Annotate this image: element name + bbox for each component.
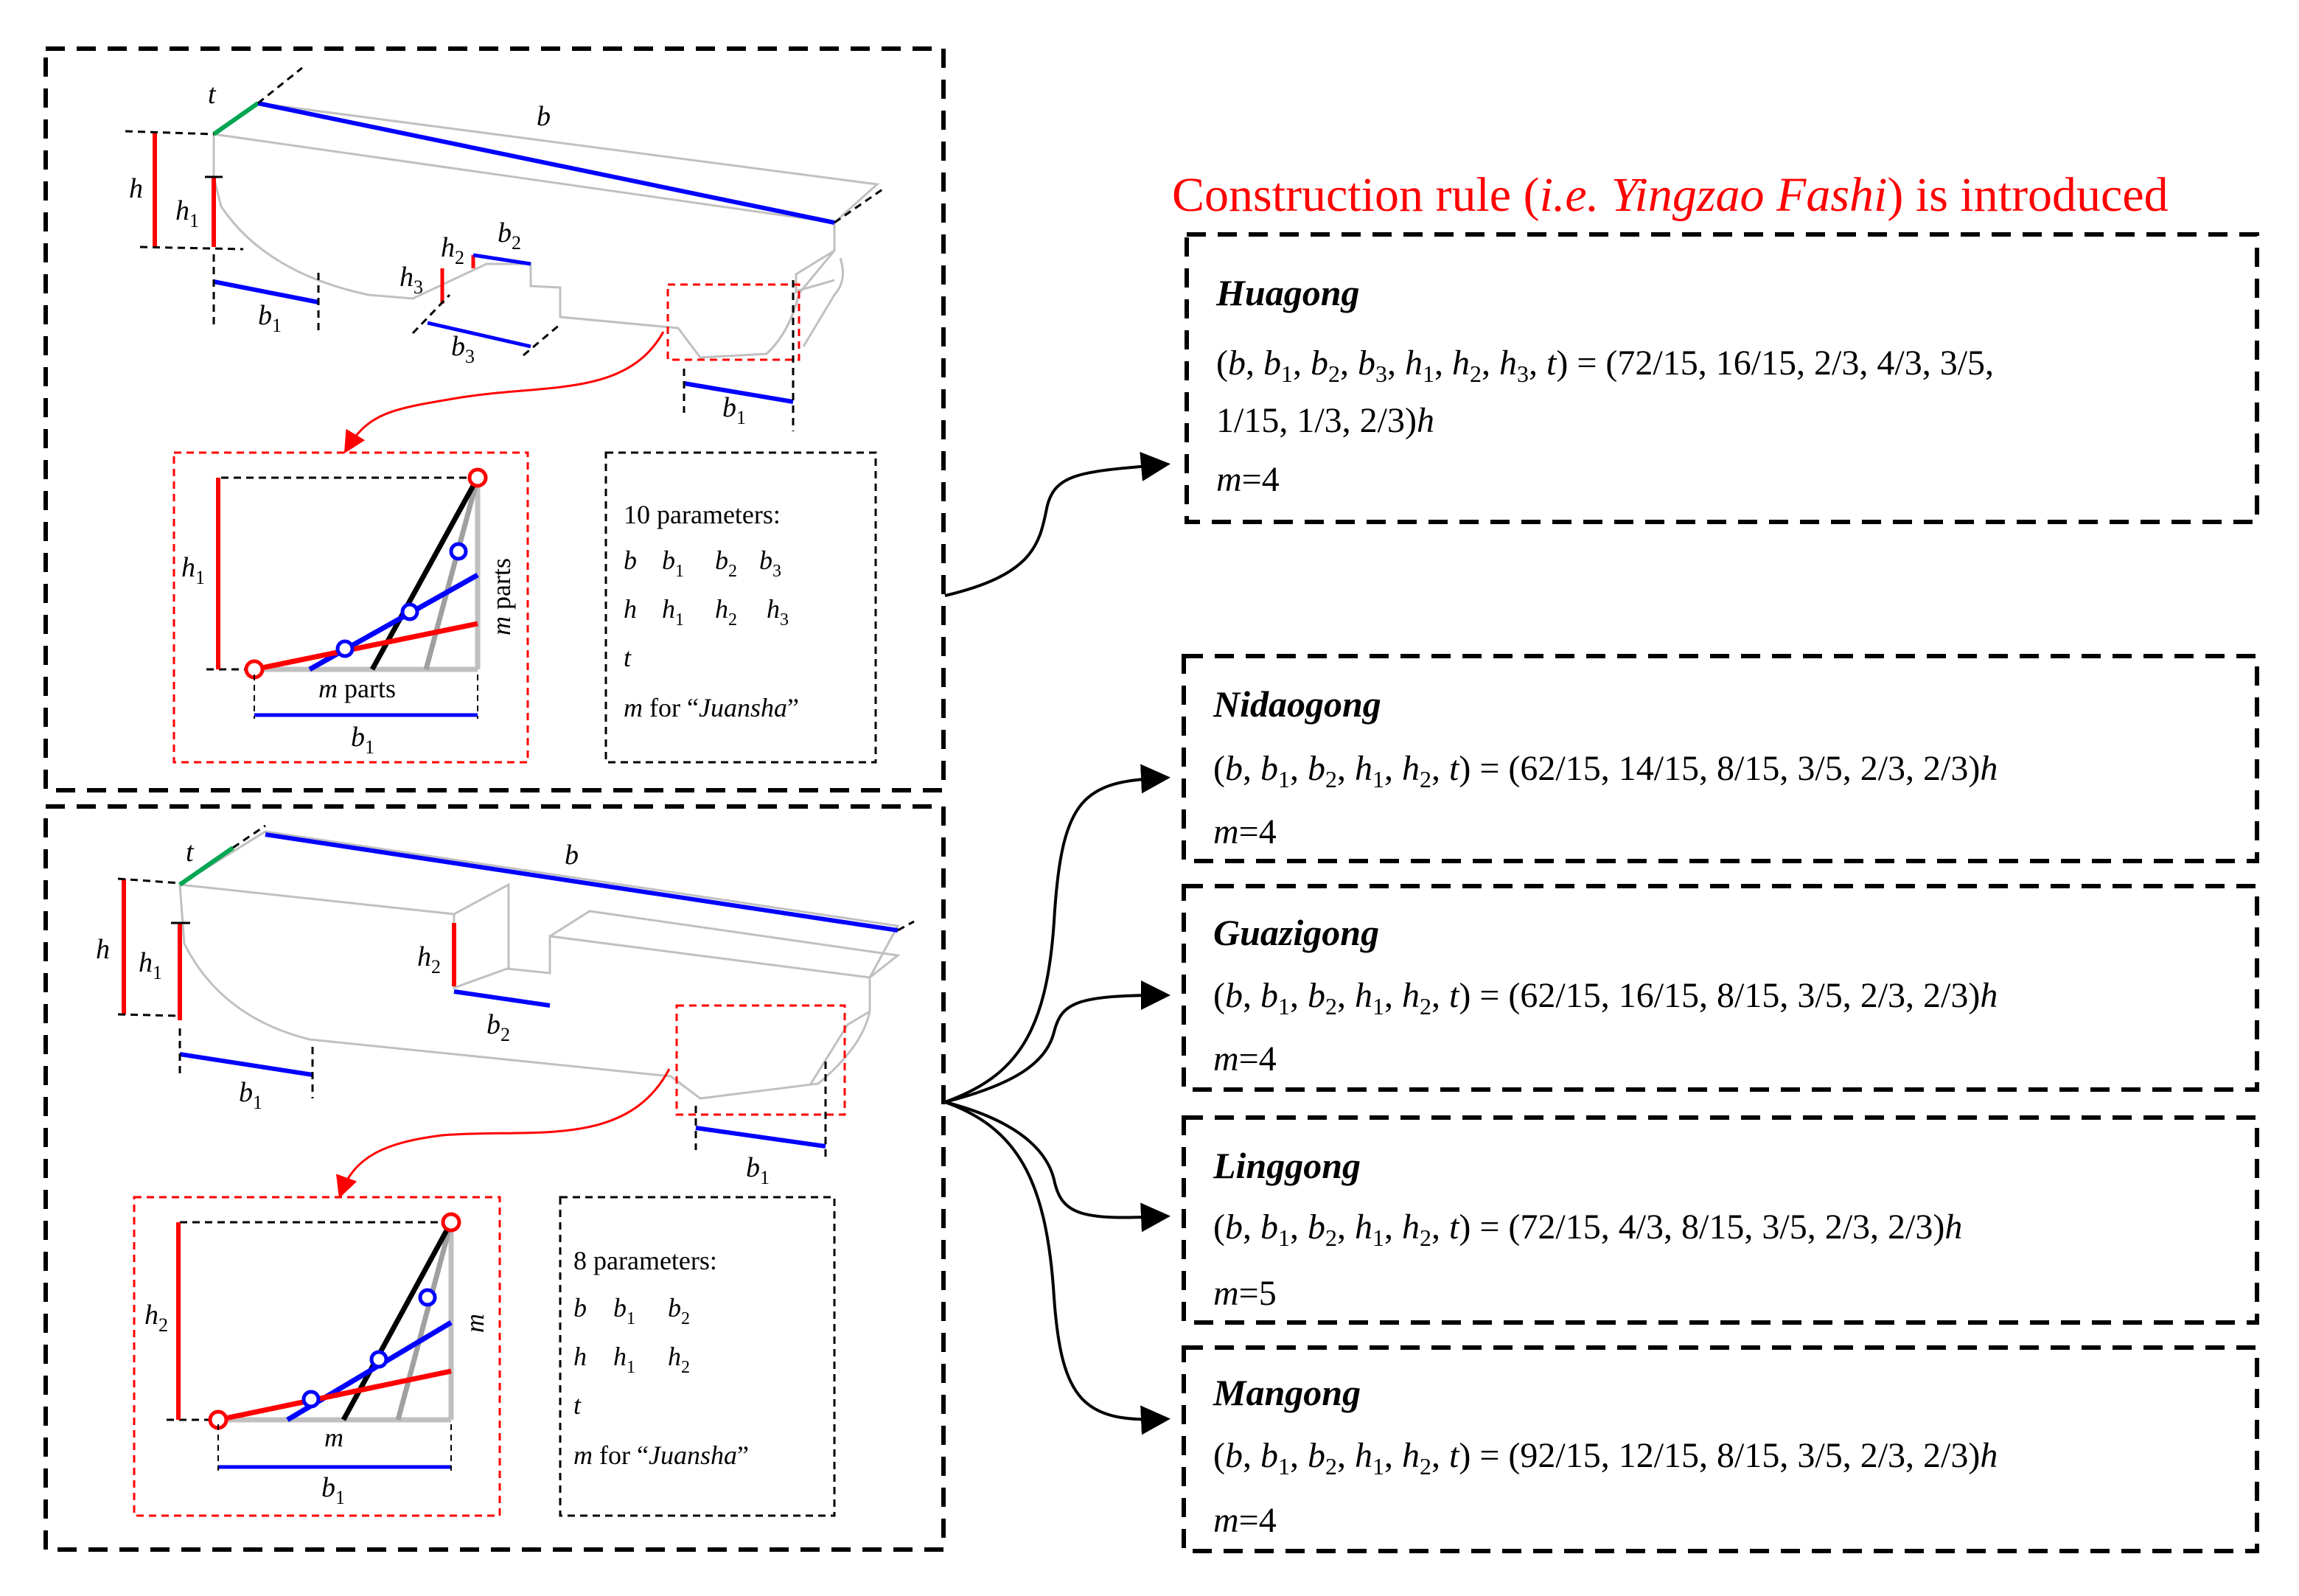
rule-name: Linggong [1213,1145,1361,1186]
rule-m: m=4 [1213,812,1277,851]
rule-box-linggong: Linggong (b, b1, b2, h1, h2, t) = (72/15… [1182,1115,2259,1325]
upper-b1-left-line [213,279,319,304]
lower-inset-m-bottom: m [324,1423,343,1452]
lower-inset-m-side: m [460,1314,489,1333]
lower-b-line [265,832,899,933]
upper-inset-h1-label: h1 [181,552,205,588]
rule-m: m=5 [1213,1274,1277,1313]
lower-label-b2: b2 [486,1009,510,1045]
upper-juansha-inset: h1 m parts m parts b1 [172,451,529,764]
upper-param-row1: b b1 b2 b3 [624,546,781,582]
upper-param-title: 10 parameters: [624,500,781,529]
upper-param-box: 10 parameters: b b1 b2 b3 h h1 h2 h3 t m… [604,451,877,764]
upper-b-line [257,101,835,225]
upper-label-h3: h3 [400,262,423,298]
rule-name: Nidaogong [1213,683,1381,725]
rule-name: Guazigong [1213,912,1379,953]
rule-box-mangong: Mangong (b, b1, b2, h1, h2, t) = (92/15,… [1182,1345,2259,1553]
lower-inset-b1-label: b1 [321,1472,345,1508]
connector-arrows [944,451,1171,1435]
lower-b2-line [453,989,551,1008]
arrow-to-huagong [944,451,1171,597]
upper-label-b3: b3 [451,331,475,367]
lower-label-h2: h2 [417,941,441,978]
lower-param-row2: h h1 h2 [573,1342,690,1379]
upper-b3-line [427,321,531,349]
upper-inset-m-parts-bottom: m parts [318,674,396,703]
rule-formula-line2: 1/15, 1/3, 2/3)h [1216,401,1434,440]
arrow-to-linggong [944,1101,1171,1233]
upper-inset-m-parts-side: m parts [486,558,516,635]
lower-b1-left-line [179,1052,313,1077]
upper-bracket-outline [212,102,880,359]
lower-panel-frame [43,804,946,1552]
lower-inset-h2-label: h2 [144,1300,168,1336]
rule-formula: (b, b1, b2, h1, h2, t) = (62/15, 14/15, … [1213,749,1998,792]
upper-dash-ext1 [257,66,303,105]
lower-param-row4: m for “Juansha” [573,1440,749,1470]
rule-m: m=4 [1213,1039,1277,1078]
lower-label-h: h [96,934,110,965]
rule-name: Mangong [1213,1372,1361,1413]
arrow-to-nidaogong [944,764,1171,1104]
lower-param-row1: b b1 b2 [573,1293,690,1330]
lower-t-line [178,846,234,887]
headline: Construction rule (i.e. Yingzao Fashi) i… [1172,168,2169,222]
lower-label-b1-left: b1 [239,1077,262,1113]
lower-label-b1-right: b1 [746,1152,770,1188]
arrow-to-guazigong [944,980,1171,1104]
lower-b1-right-line [695,1126,826,1149]
lower-zoom-arrow [336,1068,671,1199]
upper-b2-line [472,253,531,266]
lower-param-box: 8 parameters: b b1 b2 h h1 h2 t m for “J… [559,1196,836,1517]
rule-formula: (b, b1, b2, h1, h2, t) = (62/15, 16/15, … [1213,976,1998,1020]
lower-bracket-outline [178,830,901,1100]
lower-param-row3: t [573,1390,582,1420]
upper-label-b2: b2 [498,217,521,254]
rule-formula: (b, b1, b2, h1, h2, t) = (92/15, 12/15, … [1213,1436,1998,1480]
upper-label-b1-right: b1 [722,392,746,428]
lower-juansha-inset: h2 m m b1 [133,1196,501,1517]
rule-box-guazigong: Guazigong (b, b1, b2, h1, h2, t) = (62/1… [1182,884,2259,1092]
upper-panel: t b h h1 b1 h2 b2 h3 b3 b1 [43,46,946,792]
upper-param-row3: t [624,643,632,672]
upper-param-row4: m for “Juansha” [624,693,799,722]
upper-inset-frame [172,451,529,764]
upper-inset-b1-label: b1 [351,722,374,758]
lower-param-title: 8 parameters: [573,1246,717,1275]
rule-m: m=4 [1213,1501,1277,1540]
upper-label-b1-left: b1 [258,300,282,336]
upper-highlight-box [666,283,800,361]
lower-label-t: t [186,837,195,868]
rule-formula: (b, b1, b2, h1, h2, t) = (72/15, 4/3, 8/… [1213,1208,1962,1251]
upper-param-row2: h h1 h2 h3 [624,594,789,631]
upper-b1-right-line [683,381,794,404]
upper-label-h2: h2 [441,232,464,268]
lower-label-h1: h1 [139,947,162,983]
rule-m: m=4 [1216,460,1280,499]
upper-label-h1: h1 [175,195,199,231]
upper-zoom-arrow [343,331,665,454]
upper-label-b: b [537,101,551,132]
rule-box-huagong: Huagong (b, b1, b2, b3, h1, h2, h3, t) =… [1185,232,2259,524]
rule-box-nidaogong: Nidaogong (b, b1, b2, h1, h2, t) = (62/1… [1182,654,2259,863]
arrow-to-mangong [944,1101,1171,1435]
upper-t-line [212,101,259,136]
rule-formula-line1: (b, b1, b2, b3, h1, h2, h3, t) = (72/15,… [1216,344,1994,387]
lower-label-b: b [565,840,579,871]
upper-panel-frame [43,46,946,792]
rule-name: Huagong [1215,272,1360,313]
upper-label-t: t [208,79,217,110]
upper-dash-ext2 [834,187,885,224]
upper-label-h: h [129,173,143,204]
lower-panel: t b h h1 h2 b2 b1 b1 [43,804,946,1552]
